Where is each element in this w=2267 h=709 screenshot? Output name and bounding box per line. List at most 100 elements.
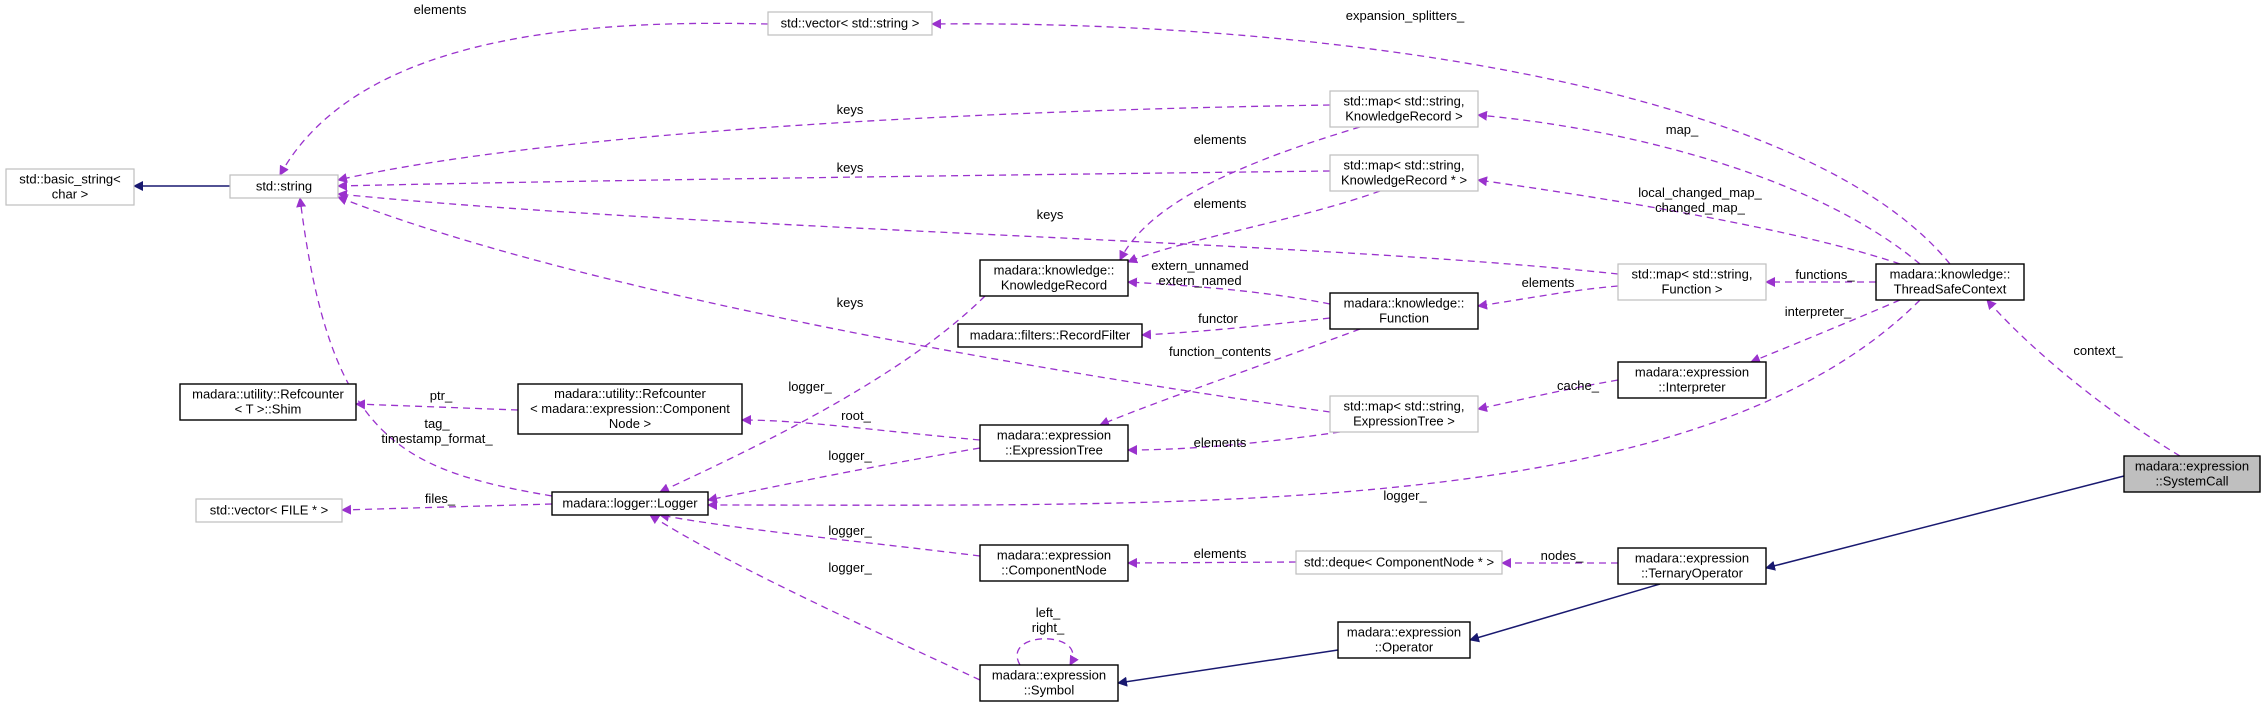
- edge-e-elements-map-et: [1127, 431, 1341, 455]
- edge-label-line: cache_: [1557, 378, 1600, 393]
- node-label: std::basic_string<: [19, 172, 121, 187]
- node-symbol[interactable]: madara::expression::Symbol: [979, 664, 1119, 702]
- node-record-filter[interactable]: madara::filters::RecordFilter: [957, 323, 1143, 348]
- node-map-expression-tree[interactable]: std::map< std::string,ExpressionTree >: [1329, 395, 1479, 433]
- node-refcounter-shim[interactable]: madara::utility::Refcounter< T >::Shim: [179, 383, 357, 421]
- edge-e-functor: [1141, 317, 1331, 340]
- node-label: Function: [1379, 311, 1429, 326]
- edge-label-line: keys: [1037, 207, 1064, 222]
- edge-label-line: ptr_: [430, 388, 453, 403]
- node-thread-safe-context[interactable]: madara::knowledge::ThreadSafeContext: [1875, 263, 2025, 301]
- node-label: madara::utility::Refcounter: [192, 387, 344, 402]
- node-map-function[interactable]: std::map< std::string,Function >: [1617, 263, 1767, 301]
- edge-label: logger_: [1383, 488, 1427, 503]
- edge-label-line: logger_: [828, 523, 872, 538]
- edge-e-interpreter: [1750, 299, 1901, 364]
- edge-label-line: tag_: [424, 416, 450, 431]
- node-box: [979, 544, 1129, 582]
- node-label: ::TernaryOperator: [1641, 566, 1744, 581]
- node-label: KnowledgeRecord: [1001, 278, 1107, 293]
- node-operator[interactable]: madara::expression::Operator: [1337, 621, 1471, 659]
- node-label: madara::expression: [997, 548, 1111, 563]
- node-label: std::vector< FILE * >: [210, 503, 329, 518]
- edge-label: tag_timestamp_format_: [381, 416, 493, 446]
- node-box: [1329, 292, 1479, 330]
- node-box: [1329, 395, 1479, 433]
- node-component-node[interactable]: madara::expression::ComponentNode: [979, 544, 1129, 582]
- edge-e-logger-tsc: [707, 299, 1921, 511]
- node-box: [195, 498, 343, 523]
- edge-e-function-contents: [1099, 328, 1361, 427]
- edge-label-line: functor: [1198, 311, 1238, 326]
- edge-label-line: local_changed_map_: [1638, 185, 1762, 200]
- node-map-kr[interactable]: std::map< std::string,KnowledgeRecord >: [1329, 90, 1479, 128]
- node-label: < madara::expression::Component: [530, 401, 730, 416]
- edge-label: files_: [425, 491, 456, 506]
- node-label: std::map< std::string,: [1343, 158, 1464, 173]
- edge-e-logger-symbol: [649, 514, 981, 681]
- edge-label: nodes_: [1541, 548, 1584, 563]
- edge-e-keys-map-kr-ptr: [337, 170, 1331, 191]
- edge-label: logger_: [788, 379, 832, 394]
- edge-label-line: extern_unnamed: [1151, 258, 1249, 273]
- node-std-basic-string[interactable]: std::basic_string<char >: [5, 168, 135, 206]
- edge-e-inherit-ternary: [1765, 475, 2125, 571]
- node-label: char >: [52, 187, 89, 202]
- edge-e-inherit-operator: [1469, 583, 1661, 643]
- node-label: ::ComponentNode: [1001, 563, 1107, 578]
- node-system-call[interactable]: madara::expression::SystemCall: [2123, 455, 2261, 493]
- node-deque-cn[interactable]: std::deque< ComponentNode * >: [1295, 550, 1503, 575]
- edge-label-line: interpreter_: [1785, 304, 1852, 319]
- node-label: madara::expression: [992, 668, 1106, 683]
- edge-label-line: elements: [1194, 435, 1247, 450]
- edge-label-line: right_: [1032, 620, 1065, 635]
- node-box: [551, 491, 709, 516]
- node-label: madara::knowledge::: [1890, 267, 2011, 282]
- node-logger[interactable]: madara::logger::Logger: [551, 491, 709, 516]
- edge-e-keys-map-et: [337, 195, 1331, 413]
- edge-e-ptr: [355, 399, 519, 411]
- edge-label-line: root_: [841, 408, 871, 423]
- node-box: [767, 11, 933, 36]
- node-interpreter[interactable]: madara::expression::Interpreter: [1617, 361, 1767, 399]
- edge-label-line: functions_: [1795, 267, 1855, 282]
- node-vector-file[interactable]: std::vector< FILE * >: [195, 498, 343, 523]
- edge-label-line: timestamp_format_: [381, 431, 493, 446]
- node-label: ThreadSafeContext: [1894, 282, 2007, 297]
- edge-label-line: left_: [1036, 605, 1061, 620]
- edge-label-line: logger_: [788, 379, 832, 394]
- edge-label: functor: [1198, 311, 1238, 326]
- node-ternary-operator[interactable]: madara::expression::TernaryOperator: [1617, 547, 1767, 585]
- edge-e-logger-cn: [659, 511, 981, 557]
- edge-e-logger-et: [707, 447, 981, 504]
- edge-label: root_: [841, 408, 871, 423]
- node-function[interactable]: madara::knowledge::Function: [1329, 292, 1479, 330]
- edge-label-line: function_contents: [1169, 344, 1271, 359]
- edge-label-line: elements: [1194, 132, 1247, 147]
- edge-label-line: logger_: [1383, 488, 1427, 503]
- node-label: ::SystemCall: [2156, 474, 2229, 489]
- edge-e-elements-map-kr-ptr: [1127, 190, 1381, 264]
- node-std-string[interactable]: std::string: [229, 174, 339, 199]
- edge-label: keys: [837, 295, 864, 310]
- edge-e-inherit-symbol: [1117, 649, 1339, 687]
- node-box: [1329, 90, 1479, 128]
- node-label: madara::expression: [1347, 625, 1461, 640]
- node-box: [229, 174, 339, 199]
- node-box: [179, 383, 357, 421]
- edge-label-line: keys: [837, 295, 864, 310]
- edge-label: logger_: [828, 560, 872, 575]
- node-box: [1295, 550, 1503, 575]
- node-knowledge-record[interactable]: madara::knowledge::KnowledgeRecord: [979, 259, 1129, 297]
- node-label: madara::expression: [1635, 365, 1749, 380]
- edge-label: functions_: [1795, 267, 1855, 282]
- edge-label: local_changed_map_changed_map_: [1638, 185, 1762, 215]
- node-expression-tree[interactable]: madara::expression::ExpressionTree: [979, 424, 1129, 462]
- edge-e-root: [741, 415, 981, 441]
- edge-label-line: extern_named: [1158, 273, 1241, 288]
- edge-label: logger_: [828, 448, 872, 463]
- node-std-vector-string[interactable]: std::vector< std::string >: [767, 11, 933, 36]
- node-map-kr-ptr[interactable]: std::map< std::string,KnowledgeRecord * …: [1329, 154, 1479, 192]
- node-refcounter-cn[interactable]: madara::utility::Refcounter< madara::exp…: [517, 383, 743, 435]
- edge-e-expansion-splitters: [931, 18, 1951, 265]
